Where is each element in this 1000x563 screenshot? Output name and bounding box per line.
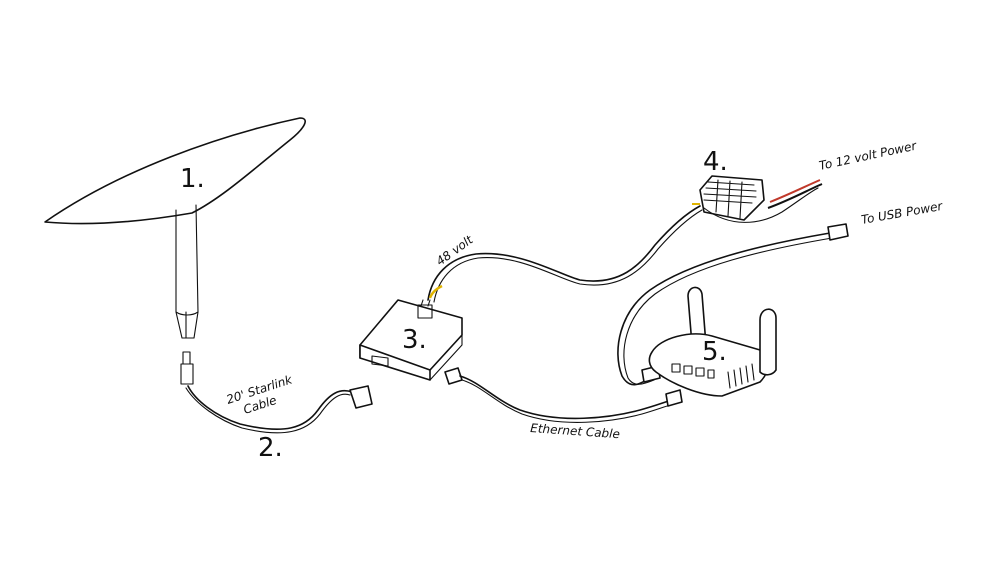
router-ports bbox=[671, 363, 715, 379]
cable-run-2 bbox=[185, 387, 351, 434]
conv-wires-in bbox=[703, 187, 819, 223]
cable-number: 2. bbox=[258, 433, 283, 463]
router-antenna-front bbox=[759, 308, 777, 376]
travel-router: 5. bbox=[648, 286, 777, 397]
converter-number: 4. bbox=[703, 147, 728, 177]
power-supply: 3. bbox=[359, 299, 463, 381]
ethernet-label: Ethernet Cable bbox=[530, 421, 621, 441]
ps-side bbox=[429, 334, 463, 381]
router-vents bbox=[727, 363, 755, 389]
black-wire bbox=[767, 183, 823, 209]
conv-fins bbox=[703, 179, 757, 219]
to-12v-label: To 12 volt Power bbox=[818, 138, 919, 173]
dish-mast-base bbox=[175, 311, 199, 339]
cable-plug-top bbox=[180, 351, 194, 385]
48v-wire-line-2 bbox=[433, 209, 703, 303]
ps-number: 3. bbox=[402, 325, 427, 355]
48v-wire: 48 volt bbox=[427, 205, 703, 303]
router-body bbox=[648, 333, 770, 397]
ethernet-cable: Ethernet Cable bbox=[444, 367, 683, 441]
dish-plate bbox=[44, 117, 306, 225]
48v-wire-line bbox=[427, 205, 701, 301]
cable-run bbox=[187, 385, 353, 431]
starlink-dish: 1. bbox=[44, 117, 306, 339]
usb-cable-line-2 bbox=[623, 237, 833, 385]
router-number: 5. bbox=[702, 337, 727, 367]
starlink-cable: 20' Starlink Cable 2. bbox=[180, 351, 373, 463]
ps-connector bbox=[417, 299, 433, 319]
dish-mast bbox=[175, 204, 199, 316]
ps-port bbox=[371, 355, 389, 367]
yellow-wire bbox=[428, 284, 443, 299]
dish-number: 1. bbox=[180, 164, 205, 194]
cable-plug-end bbox=[349, 385, 373, 409]
ethernet-line bbox=[459, 375, 673, 420]
ethernet-plug-router bbox=[665, 389, 683, 407]
red-wire bbox=[769, 179, 821, 203]
to-usb-label: To USB Power bbox=[860, 199, 944, 227]
48v-label: 48 volt bbox=[434, 232, 477, 269]
ethernet-line-2 bbox=[461, 379, 675, 423]
usb-cable-line bbox=[617, 232, 831, 386]
usb-plug bbox=[827, 223, 849, 241]
